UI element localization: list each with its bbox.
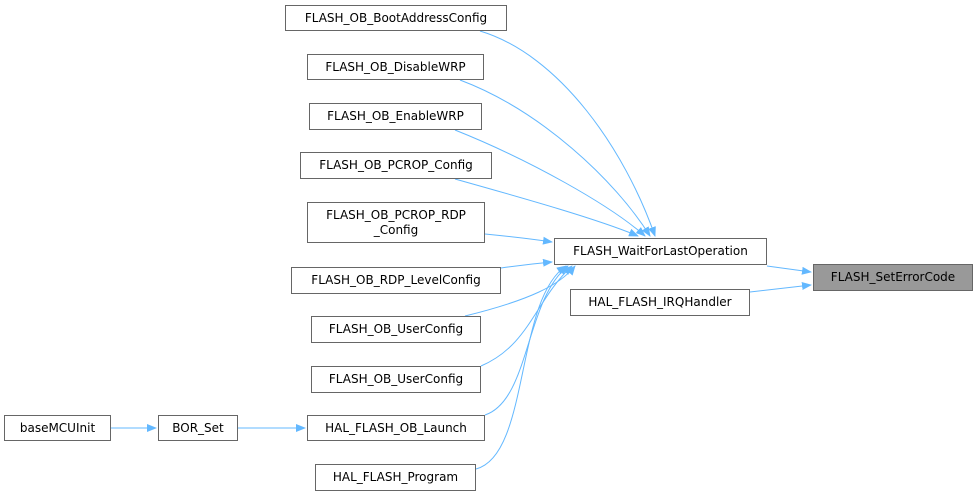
node-flash-ob-bootaddressconfig[interactable]: FLASH_OB_BootAddressConfig — [285, 5, 507, 31]
edge-rdp-to-wait — [500, 258, 553, 269]
edge-boot-to-wait — [479, 30, 656, 237]
node-flash-waitforlastoperation[interactable]: FLASH_WaitForLastOperation — [554, 238, 767, 265]
node-flash-ob-rdp-levelconfig[interactable]: FLASH_OB_RDP_LevelConfig — [291, 267, 501, 294]
node-hal-flash-ob-launch[interactable]: HAL_FLASH_OB_Launch — [307, 415, 485, 441]
node-basemcuinit[interactable]: baseMCUInit — [4, 415, 111, 441]
edge-user2-to-wait — [480, 265, 573, 367]
edge-pcroprdp-to-wait — [484, 233, 553, 245]
edge-wait-to-seterr — [766, 265, 812, 275]
node-hal-flash-irqhandler[interactable]: HAL_FLASH_IRQHandler — [570, 289, 750, 316]
edge-dwrp-to-wait — [459, 79, 651, 237]
node-flash-ob-userconfig-2[interactable]: FLASH_OB_UserConfig — [311, 366, 481, 393]
node-flash-ob-userconfig-1[interactable]: FLASH_OB_UserConfig — [311, 316, 481, 343]
node-flash-seterrorcode: FLASH_SetErrorCode — [813, 264, 973, 291]
edge-pcrop-to-wait — [454, 178, 639, 237]
edge-ewrp-to-wait — [454, 129, 646, 237]
edge-program-to-wait — [475, 265, 567, 470]
node-flash-ob-pcrop-config[interactable]: FLASH_OB_PCROP_Config — [300, 152, 492, 179]
edge-launch-to-wait — [484, 265, 569, 416]
node-hal-flash-program[interactable]: HAL_FLASH_Program — [315, 464, 476, 491]
node-bor-set[interactable]: BOR_Set — [158, 415, 238, 441]
edge-irq-to-seterr — [749, 282, 812, 293]
node-flash-ob-enablewrp[interactable]: FLASH_OB_EnableWRP — [309, 103, 482, 130]
node-flash-ob-disablewrp[interactable]: FLASH_OB_DisableWRP — [307, 54, 484, 80]
node-flash-ob-pcrop-rdp-config[interactable]: FLASH_OB_PCROP_RDP _Config — [307, 202, 485, 243]
